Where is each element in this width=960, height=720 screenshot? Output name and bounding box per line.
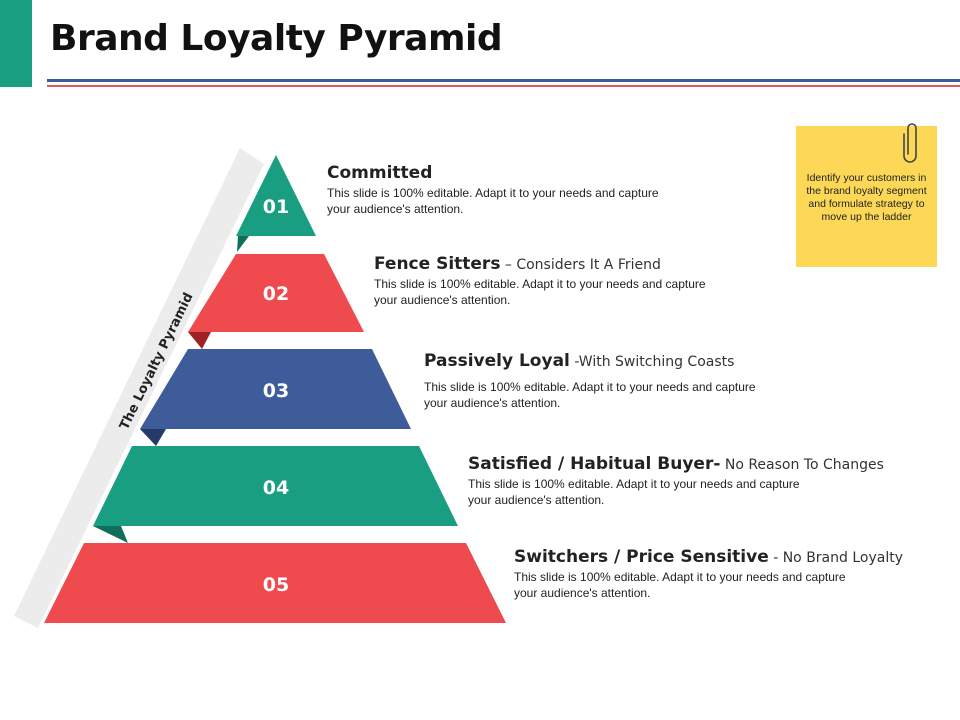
level-05-title: Switchers / Price Sensitive — [514, 547, 769, 567]
paperclip-icon — [903, 123, 917, 163]
level-04-subtitle: No Reason To Changes — [720, 457, 884, 473]
level-04-description: This slide is 100% editable. Adapt it to… — [468, 477, 800, 507]
level-02-description: This slide is 100% editable. Adapt it to… — [374, 277, 706, 307]
level-01-title: Committed — [327, 163, 433, 183]
level-03-text: Passively Loyal -With Switching Coasts T… — [424, 351, 764, 411]
level-05-description: This slide is 100% editable. Adapt it to… — [514, 570, 846, 600]
level-04-text: Satisfied / Habitual Buyer- No Reason To… — [468, 454, 884, 508]
level-02-subtitle: – Considers It A Friend — [500, 257, 661, 273]
level-05-text: Switchers / Price Sensitive - No Brand L… — [514, 547, 903, 601]
level-03-title: Passively Loyal — [424, 351, 570, 371]
level-03-subtitle: -With Switching Coasts — [569, 354, 735, 370]
level-04-number: 04 — [263, 477, 289, 499]
level-01-number: 01 — [263, 196, 289, 218]
title-rule-blue — [47, 79, 960, 82]
level-02-title: Fence Sitters — [374, 254, 501, 274]
level-01-description: This slide is 100% editable. Adapt it to… — [327, 186, 659, 216]
level-02-text: Fence Sitters – Considers It A Friend Th… — [374, 254, 714, 308]
level-01-segment — [236, 155, 316, 236]
level-05-number: 05 — [263, 574, 289, 596]
sticky-note: Identify your customers in the brand loy… — [796, 126, 937, 267]
level-02-segment — [188, 254, 364, 332]
level-04-fold — [93, 526, 128, 543]
title-accent-bar — [0, 0, 32, 87]
level-03-number: 03 — [263, 380, 289, 402]
level-04-title: Satisfied / Habitual Buyer- — [468, 454, 721, 474]
level-01-text: Committed This slide is 100% editable. A… — [327, 163, 667, 217]
level-04-segment — [93, 446, 458, 526]
level-03-fold — [140, 429, 166, 446]
side-ribbon — [14, 148, 264, 628]
level-05-segment — [44, 543, 506, 623]
level-03-segment — [140, 349, 411, 429]
level-02-number: 02 — [263, 283, 289, 305]
level-03-description: This slide is 100% editable. Adapt it to… — [424, 380, 756, 410]
level-05-subtitle: - No Brand Loyalty — [768, 550, 903, 566]
title-rule-red — [47, 85, 960, 87]
level-02-fold — [188, 332, 211, 349]
page-title: Brand Loyalty Pyramid — [50, 18, 503, 59]
level-01-fold — [237, 236, 249, 252]
